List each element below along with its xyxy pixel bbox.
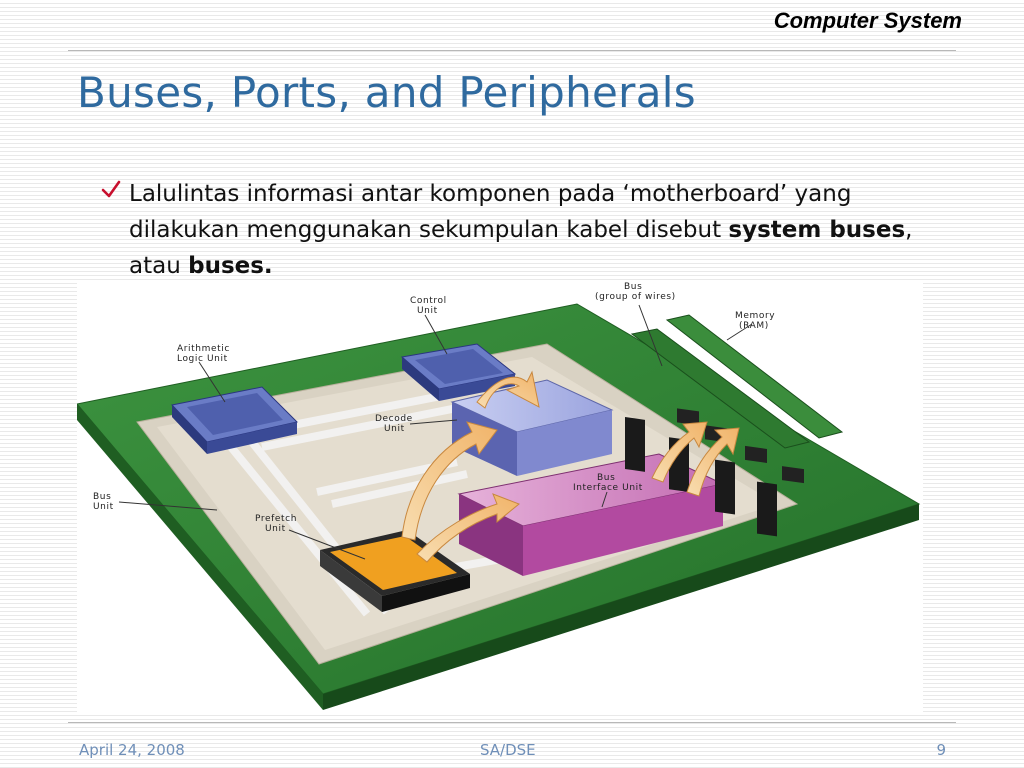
label-bus-wires-2: (group of wires) — [595, 292, 676, 302]
bullet-text-part-2: , atau — [129, 217, 913, 279]
label-bus-unit-1: Bus — [93, 492, 111, 502]
footer-divider — [68, 722, 956, 723]
label-prefetch-2: Unit — [265, 524, 286, 534]
bullet-text-part-1: Lalulintas informasi antar komponen pada… — [129, 181, 852, 243]
label-decode-2: Unit — [384, 424, 405, 434]
footer-author: SA/DSE — [480, 741, 536, 759]
checkmark-icon — [101, 180, 121, 198]
cpu-bus-diagram: Control Unit Bus (group of wires) Memory… — [77, 282, 923, 712]
footer-date: April 24, 2008 — [79, 741, 185, 759]
control-unit-chip — [400, 343, 517, 401]
bullet-bold-buses: buses. — [188, 253, 273, 279]
prefetch-unit-chip — [320, 530, 470, 612]
bullet-bold-system-buses: system buses — [728, 217, 906, 243]
page-number: 9 — [936, 741, 946, 759]
header-divider — [68, 50, 956, 51]
label-control-unit-2: Unit — [417, 306, 438, 316]
diagram-canvas: Control Unit Bus (group of wires) Memory… — [77, 282, 921, 710]
data-flow-arrows — [401, 370, 740, 563]
label-control-unit-1: Control — [410, 296, 447, 306]
ram-modules — [625, 314, 844, 537]
bullet-text: Lalulintas informasi antar komponen pada… — [129, 176, 959, 284]
label-biu-1: Bus — [597, 473, 615, 483]
label-biu-2: Interface Unit — [573, 483, 643, 493]
label-alu-1: Arithmetic — [177, 344, 230, 354]
label-bus-wires-1: Bus — [624, 282, 642, 292]
slide-title: Buses, Ports, and Peripherals — [77, 68, 696, 117]
alu-chip — [171, 386, 298, 454]
label-bus-unit-2: Unit — [93, 502, 114, 512]
section-header: Computer System — [773, 8, 962, 33]
label-prefetch-1: Prefetch — [255, 514, 297, 524]
diagram-labels: Control Unit Bus (group of wires) Memory… — [93, 282, 775, 534]
label-leader-lines — [118, 304, 753, 560]
label-decode-1: Decode — [375, 414, 413, 424]
label-memory-1: Memory — [735, 311, 775, 321]
label-memory-2: (RAM) — [739, 321, 769, 331]
label-alu-2: Logic Unit — [177, 354, 228, 364]
